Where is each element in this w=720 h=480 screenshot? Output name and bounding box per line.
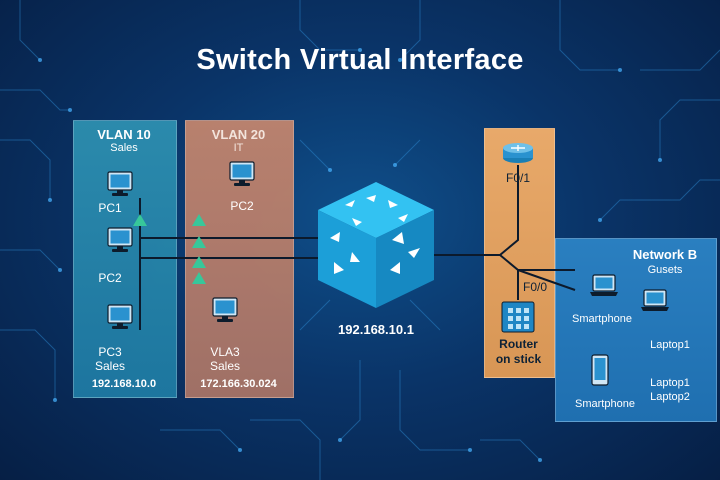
pc1-label: PC1 bbox=[98, 201, 122, 215]
switch-arrows-icon bbox=[330, 195, 420, 274]
arrow-up-icon bbox=[192, 214, 206, 226]
smartphone-label-1: Smartphone bbox=[572, 313, 632, 325]
vlan10-dept: Sales bbox=[110, 142, 138, 154]
pc2-computer-icon bbox=[107, 227, 133, 253]
laptops-label-line1: Laptop1 bbox=[650, 377, 690, 389]
switch-ip: 192.168.10.1 bbox=[338, 322, 414, 337]
vla3-computer-icon bbox=[212, 297, 238, 323]
server-icon bbox=[501, 301, 535, 333]
pc3-computer-icon bbox=[107, 304, 133, 330]
router-port-f01: F0/1 bbox=[505, 171, 530, 185]
pc1-computer-icon bbox=[107, 171, 133, 197]
vla3-label: VLA3 bbox=[210, 345, 240, 359]
router-port-f00: F0/0 bbox=[522, 280, 547, 294]
switch-cube-icon bbox=[318, 182, 434, 308]
vlan20-pc2-computer-icon bbox=[229, 161, 255, 187]
router-icon bbox=[503, 143, 533, 163]
router-panel bbox=[484, 128, 555, 378]
vla3-dept: Sales bbox=[209, 359, 241, 373]
pc3-label: PC3 bbox=[98, 345, 122, 359]
laptop1-icon bbox=[640, 289, 670, 312]
arrow-up-icon bbox=[192, 236, 206, 248]
vlan-arrows bbox=[133, 214, 206, 284]
vlan10-name: VLAN 10 bbox=[97, 127, 151, 142]
router-label-line2: on stick bbox=[495, 352, 542, 366]
page-title: Switch Virtual Interface bbox=[196, 44, 524, 76]
vlan20-pc2-label: PC2 bbox=[230, 199, 254, 213]
link-router-smartphone bbox=[517, 269, 576, 291]
vlan20-subnet: 172.166.30.024 bbox=[200, 378, 277, 390]
vlan10-subnet: 192.168.10.0 bbox=[91, 378, 157, 390]
smartphone-label-2: Smartphone bbox=[575, 398, 635, 410]
link-router-f01 bbox=[499, 165, 519, 256]
network-b-panel bbox=[555, 238, 717, 422]
arrow-up-icon bbox=[192, 272, 206, 284]
router-label-line1: Router bbox=[499, 337, 538, 351]
network-b-title: Network B bbox=[632, 247, 698, 262]
smartphone-laptop-icon bbox=[589, 274, 619, 297]
pc3-dept: Sales bbox=[94, 359, 126, 373]
vlan20-name: VLAN 20 bbox=[211, 127, 266, 142]
vlan20-dept: IT bbox=[233, 142, 244, 154]
laptops-label-line2: Laptop2 bbox=[650, 391, 690, 403]
arrow-up-icon bbox=[192, 256, 206, 268]
network-b-subtitle: Gusets bbox=[647, 264, 683, 276]
laptop1-label: Laptop1 bbox=[650, 339, 690, 351]
pc2-label: PC2 bbox=[98, 271, 122, 285]
arrow-up-icon bbox=[133, 214, 147, 226]
smartphone-icon bbox=[591, 354, 609, 386]
